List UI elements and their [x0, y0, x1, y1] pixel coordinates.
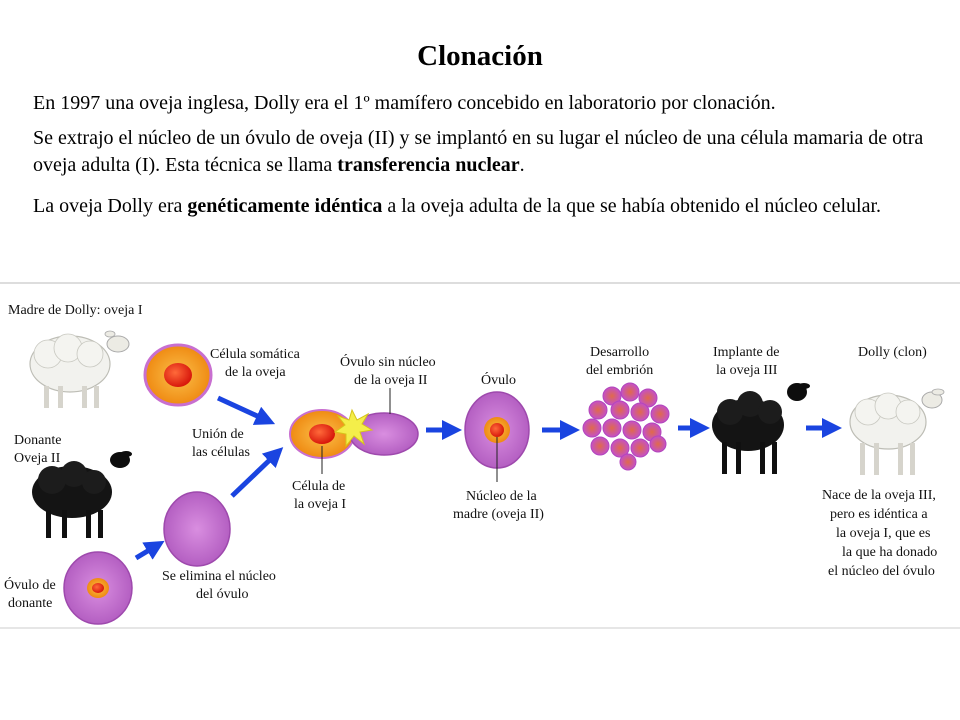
cloning-diagram: Madre de Dolly: oveja I Donante Oveja II… [0, 282, 960, 629]
label-celula-de: Célula de [292, 479, 345, 494]
paragraph-technique-end: . [519, 154, 525, 176]
fusion-cells-icon [289, 409, 419, 459]
label-la-oveja-i: la oveja I [294, 497, 346, 512]
label-de-la-oveja: de la oveja [225, 365, 286, 380]
arrow-ovum-to-fusion [230, 447, 284, 498]
paragraph-identity: La oveja Dolly era genéticamente idéntic… [33, 193, 938, 220]
label-nace-4: la que ha donado [842, 545, 937, 560]
label-donante-2: donante [8, 596, 52, 611]
label-de-la-oveja-ii: de la oveja II [354, 373, 428, 388]
label-celula-somatica: Célula somática [210, 347, 301, 362]
label-del-ovulo: del óvulo [196, 587, 249, 602]
label-ovulo-donante: Óvulo de [4, 576, 56, 593]
paragraph-technique: Se extrajo el núcleo de un óvulo de ovej… [33, 125, 938, 179]
label-nace-3: la oveja I, que es [836, 526, 930, 541]
label-desarrollo: Desarrollo [590, 345, 649, 360]
label-madre: Madre de Dolly: oveja I [8, 303, 143, 318]
slide-title: Clonación [417, 40, 543, 72]
term-transferencia-nuclear: transferencia nuclear [337, 154, 520, 176]
somatic-cell-icon [143, 343, 213, 407]
white-sheep-icon [29, 330, 130, 408]
label-las-celulas: las células [192, 445, 250, 460]
surrogate-black-sheep-icon [712, 383, 810, 474]
label-ovulo: Óvulo [481, 371, 516, 388]
paragraph-technique-text: Se extrajo el núcleo de un óvulo de ovej… [33, 127, 924, 176]
paragraph-identity-text: La oveja Dolly era [33, 195, 188, 217]
embryo-cluster-icon [582, 382, 670, 471]
dolly-clone-sheep-icon [849, 388, 945, 475]
label-la-oveja-iii: la oveja III [716, 363, 778, 378]
label-nace-5: el núcleo del óvulo [828, 564, 935, 579]
label-donante: Donante [14, 433, 61, 448]
flow-arrows [134, 395, 842, 561]
label-dolly-clon: Dolly (clon) [858, 345, 927, 360]
donor-ovum-icon [63, 551, 133, 625]
enucleated-ovum-icon [163, 491, 231, 567]
paragraph-identity-end: a la oveja adulta de la que se había obt… [382, 195, 882, 217]
black-sheep-icon [32, 451, 132, 538]
arrow-somatic-to-fusion [216, 395, 276, 425]
label-se-elimina: Se elimina el núcleo [162, 569, 276, 584]
label-madre-oveja-ii: madre (oveja II) [453, 507, 544, 522]
term-geneticamente-identica: genéticamente idéntica [187, 195, 383, 217]
paragraph-intro: En 1997 una oveja inglesa, Dolly era el … [33, 92, 776, 114]
reconstructed-ovum-icon [464, 391, 530, 469]
label-nucleo-de-la: Núcleo de la [466, 489, 538, 504]
arrow-donor-to-enucleated [134, 540, 165, 561]
label-ovulo-sin-nucleo: Óvulo sin núcleo [340, 353, 436, 370]
label-union: Unión de [192, 427, 244, 442]
fusion-spark-icon [333, 408, 374, 448]
label-nace-1: Nace de la oveja III, [822, 488, 936, 503]
label-oveja-ii: Oveja II [14, 451, 61, 466]
label-implante-de: Implante de [713, 345, 779, 360]
label-del-embrion: del embrión [586, 363, 653, 378]
label-nace-2: pero es idéntica a [830, 507, 928, 522]
